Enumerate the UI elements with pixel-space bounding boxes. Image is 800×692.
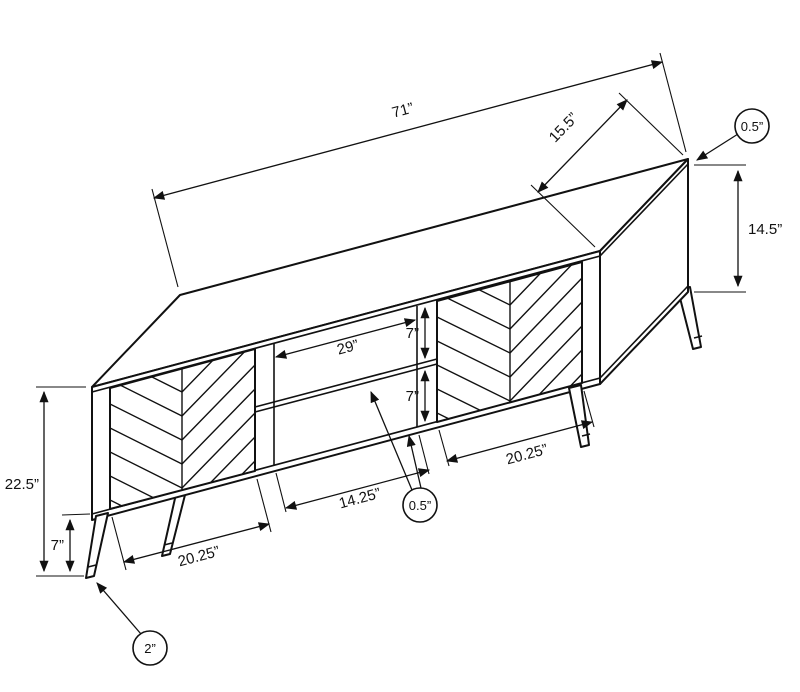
dim-lower-opening-height: 7”	[406, 369, 430, 423]
dim-label-depth: 15.5”	[546, 110, 582, 146]
dim-label-total-height: 22.5”	[5, 476, 39, 493]
front-right-leg	[568, 384, 591, 448]
top-thickness-bubble	[734, 108, 770, 144]
bottom-panel-edge	[91, 285, 689, 515]
dim-label-leg-diameter: 2”	[144, 641, 156, 656]
dim-upper-opening-height: 7”	[406, 306, 430, 360]
dim-shelf-width: 29”	[274, 318, 417, 359]
dim-overall-width: 71”	[151, 52, 687, 288]
dim-label-overall-width: 71”	[390, 100, 415, 122]
dim-label-top-thickness: 0.5”	[741, 119, 763, 134]
dim-label-shelf-thickness: 0.5”	[409, 498, 431, 513]
dim-right-compartment-height: 14.5”	[694, 164, 782, 293]
dim-label-upper-opening-height: 7”	[406, 325, 419, 342]
dim-label-right-compartment-height: 14.5”	[748, 221, 782, 238]
callout-leg-diameter: 2”	[96, 582, 168, 666]
cabinet	[85, 158, 703, 579]
dim-label-shelf-width: 29”	[335, 337, 360, 359]
leg-diameter-bubble	[132, 630, 168, 666]
dim-label-lower-opening-height: 7”	[406, 388, 419, 405]
middle-compartment	[254, 306, 438, 465]
shelf-bottom-edge	[254, 363, 438, 413]
front-left-leg	[85, 512, 109, 579]
dim-label-middle-opening-width: 14.25”	[337, 485, 382, 512]
shelf-thickness-bubble	[402, 487, 438, 523]
dim-leg-height: 7”	[51, 513, 91, 573]
shelf-front-edge	[254, 358, 438, 408]
dim-label-right-door-width: 20.25”	[504, 441, 549, 468]
callout-shelf-thickness: 0.5”	[370, 390, 438, 523]
callout-top-thickness: 0.5”	[696, 108, 770, 161]
dim-total-height: 22.5”	[5, 386, 86, 577]
dim-label-leg-height: 7”	[51, 537, 64, 554]
